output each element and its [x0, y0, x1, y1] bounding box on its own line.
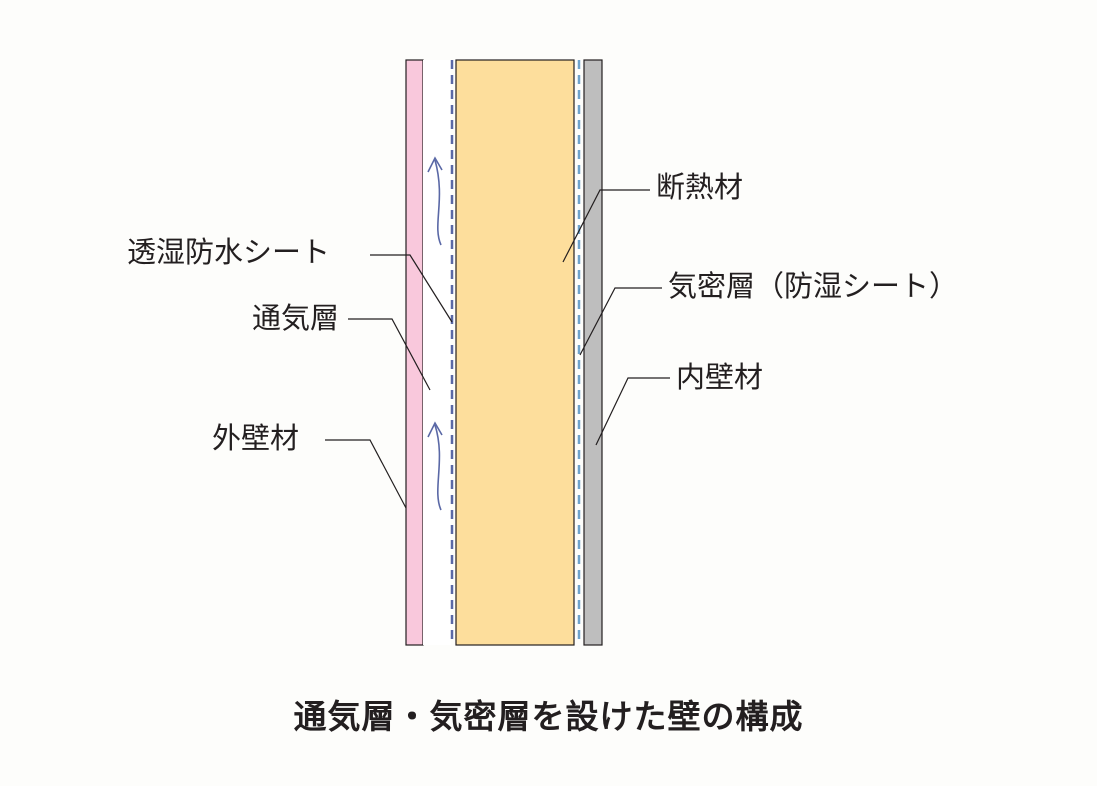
label-exterior-wall: 外壁材 — [212, 421, 300, 455]
label-ventilation-layer: 通気層 — [252, 301, 340, 335]
leader-ventilation-layer — [348, 318, 431, 391]
label-breathable-membrane: 透湿防水シート — [127, 235, 331, 269]
leader-interior-wall — [595, 377, 670, 446]
interior-wall-layer — [583, 59, 603, 646]
leader-breathable-membrane — [370, 254, 453, 323]
airflow-arrow-lower — [427, 421, 443, 511]
ventilation-air-gap — [423, 60, 451, 645]
leader-vapor-barrier — [579, 287, 662, 356]
exterior-wall-layer — [405, 59, 424, 646]
airflow-arrow-upper — [427, 156, 443, 246]
label-insulation: 断熱材 — [656, 170, 744, 204]
insulation-layer — [455, 59, 575, 646]
leader-exterior-wall — [325, 439, 407, 509]
label-vapor-barrier: 気密層（防湿シート） — [668, 269, 959, 303]
label-interior-wall: 内壁材 — [676, 360, 764, 394]
leader-insulation — [562, 189, 650, 263]
diagram-caption: 通気層・気密層を設けた壁の構成 — [293, 697, 804, 736]
